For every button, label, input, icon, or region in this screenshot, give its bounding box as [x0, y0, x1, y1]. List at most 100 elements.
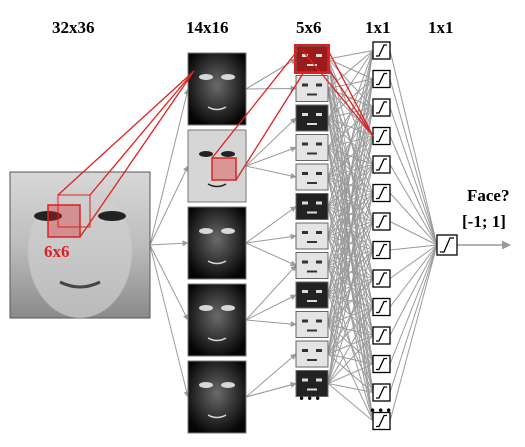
- output-size-label: 1x1: [428, 18, 454, 37]
- connection-conv-pool-2-2: [245, 242, 297, 267]
- hidden-unit-10-activation-icon: [376, 329, 387, 342]
- connection-pool-hidden-6-0: [327, 50, 374, 237]
- connection-pool-hidden-10-0: [327, 50, 374, 355]
- connection-conv-pool-1-0: [245, 117, 297, 167]
- connection-pool-hidden-6-5: [327, 192, 374, 237]
- connection-pool-hidden-11-13: [327, 383, 374, 422]
- pool-map-0-mouth: [307, 64, 317, 66]
- connection-hidden-output-3: [389, 135, 438, 246]
- connection-conv-pool-1-2: [245, 165, 297, 179]
- connection-pool-hidden-10-9: [327, 306, 374, 355]
- connection-hidden-output-4: [389, 164, 438, 246]
- pool-map-3-left-eye: [302, 142, 308, 146]
- connection-conv-pool-0-2: [245, 85, 297, 92]
- pool-map-0-left-eye: [302, 54, 308, 57]
- connection-conv-pool-3-0: [245, 265, 297, 321]
- kernel-size-label: 6x6: [44, 242, 70, 261]
- pool-map-4-left-eye: [302, 172, 308, 175]
- pool-map-0-right-eye: [316, 54, 322, 57]
- connection-conv-pool-3-2: [245, 319, 297, 328]
- pool-map-1-right-eye: [316, 83, 322, 87]
- connection-pool-hidden-1-0: [327, 50, 374, 89]
- output-range-label: [-1; 1]: [462, 212, 506, 231]
- pool-map-5-mouth: [307, 211, 317, 214]
- connection-hidden-output-0: [389, 50, 438, 246]
- hidden-unit-1-activation-icon: [376, 72, 387, 86]
- conv-map-1-left-eye: [199, 151, 213, 157]
- pool-hidden-projection-bottom: [327, 67, 374, 137]
- hidden-unit-7-activation-icon: [376, 243, 387, 257]
- pool-map-10-left-eye: [302, 349, 308, 352]
- connection-input-conv-4: [149, 244, 190, 398]
- pool-highlight-box: [294, 44, 330, 74]
- hidden-ellipsis: •••: [369, 404, 394, 418]
- input-kernel-back-face: [57, 194, 91, 228]
- conv-feature-map-0: [187, 52, 247, 126]
- connection-pool-hidden-11-1: [327, 78, 374, 384]
- conv-map-2-right-eye: [221, 228, 235, 234]
- connection-pool-hidden-0-0: [327, 50, 374, 60]
- pool-map-2-mouth: [307, 123, 317, 125]
- input-kernel-box: [47, 204, 81, 238]
- input-mouth: [59, 280, 101, 289]
- pool-map-4-mouth: [307, 182, 317, 184]
- kernel-projection-bottom: [79, 70, 195, 238]
- conv-map-1-mouth: [207, 183, 227, 188]
- pool-feature-map-3: [295, 134, 329, 161]
- pool-feature-map-11: [295, 370, 329, 397]
- patch-projection-top: [211, 49, 299, 159]
- input-right-eye: [98, 211, 126, 221]
- connection-pool-hidden-8-0: [327, 50, 374, 296]
- connection-pool-hidden-4-0: [327, 50, 374, 178]
- connection-hidden-output-2: [389, 107, 438, 246]
- pool-feature-map-7: [295, 252, 329, 279]
- connection-hidden-output-10: [389, 244, 438, 336]
- pool-map-5-left-eye: [302, 201, 308, 205]
- pool-hidden-projection-top: [327, 49, 374, 137]
- connection-hidden-output-5: [389, 192, 438, 246]
- pool-ellipsis: •••: [298, 392, 323, 406]
- hidden-unit-5-activation-icon: [376, 186, 387, 200]
- pool-map-9-right-eye: [316, 319, 322, 323]
- pool-map-4-right-eye: [316, 172, 322, 175]
- connection-hidden-output-9: [389, 244, 438, 308]
- connection-input-conv-3: [149, 244, 189, 321]
- connection-conv-pool-4-0: [245, 353, 297, 398]
- connection-conv-pool-2-0: [245, 206, 297, 244]
- pool-map-8-right-eye: [316, 290, 322, 293]
- conv-feature-map-3: [187, 283, 247, 357]
- pool-map-9-mouth: [307, 329, 317, 332]
- pool-map-5-right-eye: [316, 201, 322, 205]
- connection-input-conv-2: [149, 240, 189, 247]
- connection-hidden-output-6: [389, 221, 438, 246]
- hidden-unit-13-activation-icon: [376, 414, 387, 428]
- connection-pool-hidden-11-5: [327, 192, 374, 384]
- hidden-unit-4-activation-icon: [376, 158, 387, 171]
- hidden-unit-8-activation-icon: [376, 272, 387, 285]
- pool-feature-map-8: [295, 281, 329, 309]
- output-question-label: Face?: [467, 186, 510, 205]
- conv-map-2-left-eye: [199, 228, 213, 234]
- pool-hidden-projection-inner: [301, 49, 374, 137]
- connection-conv-pool-4-2: [245, 382, 297, 398]
- connection-pool-hidden-11-3: [327, 135, 374, 384]
- pool-map-2-right-eye: [316, 113, 322, 116]
- connection-conv-pool-1-1: [245, 146, 297, 167]
- connection-pool-hidden-11-7: [327, 249, 374, 384]
- pool-feature-map-9: [295, 311, 329, 338]
- pool-feature-map-6: [295, 222, 329, 250]
- pool-map-6-right-eye: [316, 231, 322, 234]
- conv-size-label: 14x16: [186, 18, 229, 37]
- connection-pool-hidden-2-0: [327, 50, 374, 119]
- connection-pool-hidden-11-12: [327, 383, 374, 393]
- conv-map-0-mouth: [207, 106, 227, 111]
- kernel-projection-top-right: [89, 70, 195, 196]
- conv-feature-map-2: [187, 206, 247, 280]
- hidden-unit-12-activation-icon: [376, 386, 387, 399]
- conv-map-1-right-eye: [221, 151, 235, 157]
- input-size-label: 32x36: [52, 18, 95, 37]
- hidden-unit-6-activation-icon: [376, 215, 387, 228]
- conv-map-3-left-eye: [199, 305, 213, 311]
- hidden-unit-9-activation-icon: [376, 300, 387, 314]
- pool-feature-map-5: [295, 193, 329, 220]
